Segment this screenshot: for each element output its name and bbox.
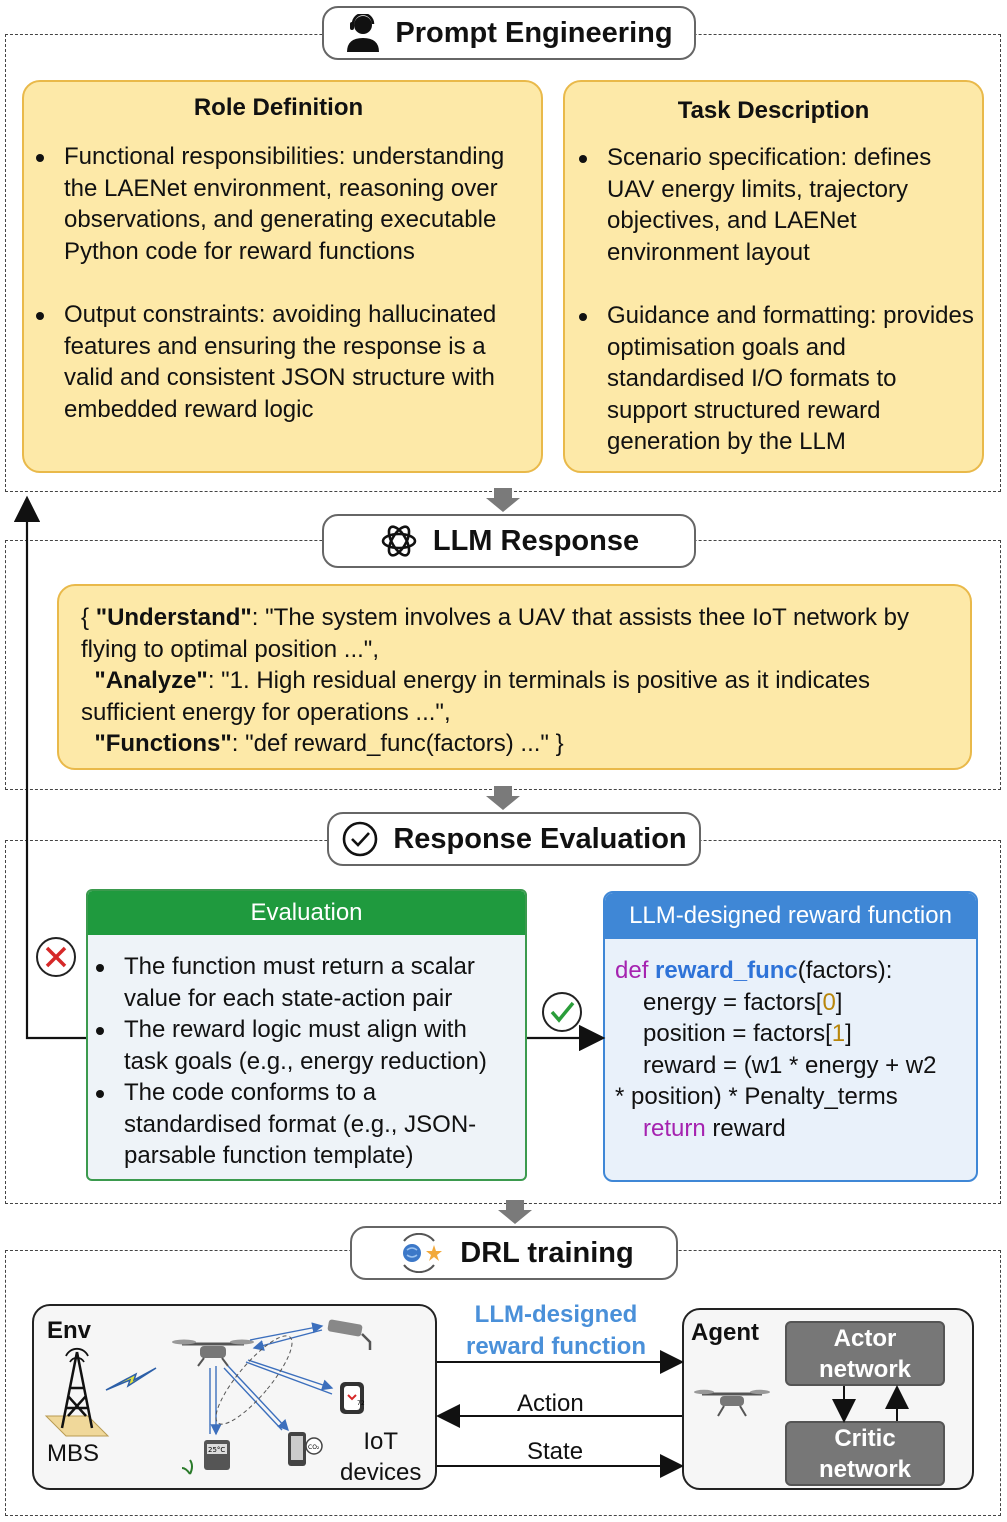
reward-function-card: LLM-designed reward function def reward_…: [603, 891, 978, 1182]
llm-response-header: LLM Response: [322, 514, 696, 568]
drl-training-title: DRL training: [460, 1236, 634, 1269]
env-label: Env: [47, 1317, 92, 1344]
security-camera-icon: [327, 1319, 372, 1350]
role-definition-title: Role Definition: [193, 94, 364, 121]
evaluation-card-title: Evaluation: [88, 891, 525, 935]
smart-watch-icon: 72: [340, 1382, 365, 1414]
svg-text:72: 72: [357, 1400, 365, 1407]
svg-text:25°C: 25°C: [208, 1446, 225, 1454]
role-item: Functional responsibilities: understandi…: [30, 141, 527, 267]
openai-logo-icon: [381, 525, 417, 557]
check-circle-icon: [343, 821, 378, 857]
task-description-title: Task Description: [677, 97, 870, 124]
response-evaluation-title: Response Evaluation: [393, 822, 687, 855]
evaluation-item: The code conforms to a standardised form…: [90, 1077, 517, 1172]
svg-text:CO₂: CO₂: [308, 1444, 320, 1451]
reward-function-title: LLM-designed reward function: [605, 893, 976, 939]
task-item: Guidance and formatting: provides optimi…: [573, 300, 974, 458]
agent-label: Agent: [691, 1319, 759, 1346]
state-label: State: [527, 1438, 584, 1465]
role-item: Output constraints: avoiding hallucinate…: [30, 299, 527, 425]
reward-function-code: def reward_func(factors): energy = facto…: [615, 957, 937, 1142]
json-analyze-line: "Analyze": "1. High residual energy in t…: [81, 667, 870, 726]
response-evaluation-header: Response Evaluation: [327, 812, 701, 866]
env-box: [32, 1304, 437, 1490]
action-label: Action: [517, 1390, 584, 1417]
task-item: Scenario specification: defines UAV ener…: [573, 142, 974, 268]
brain-cycle-icon: [403, 1233, 443, 1273]
user-headset-icon: [347, 14, 380, 52]
prompt-engineering-title: Prompt Engineering: [395, 16, 673, 49]
base-station-tower-icon: [44, 1347, 110, 1437]
json-functions-line: "Functions": "def reward_func(factors) .…: [94, 730, 564, 757]
evaluation-item: The reward logic must align with task go…: [90, 1014, 517, 1077]
evaluation-card: Evaluation The function must return a sc…: [86, 889, 527, 1181]
agent-uav-icon: [694, 1389, 770, 1417]
role-definition-card: Role Definition Functional responsibilit…: [22, 80, 543, 473]
temperature-sensor-icon: 25°C: [181, 1440, 230, 1475]
drl-training-header: DRL training: [350, 1226, 678, 1280]
prompt-engineering-header: Prompt Engineering: [322, 6, 696, 60]
co2-sensor-phone-icon: CO₂: [288, 1432, 323, 1466]
uav-drone-icon: [172, 1339, 254, 1367]
task-description-card: Task Description Scenario specification:…: [563, 80, 984, 473]
json-understand-line: { "Understand": "The system involves a U…: [81, 604, 910, 663]
llm-response-json-box: { "Understand": "The system involves a U…: [57, 584, 972, 770]
llm-response-title: LLM Response: [432, 524, 640, 557]
mbs-label: MBS: [47, 1440, 100, 1467]
env-illustration: 72 25°C CO₂: [44, 1319, 372, 1475]
wireless-link-icon: [105, 1367, 157, 1391]
evaluation-item: The function must return a scalar value …: [90, 951, 517, 1014]
